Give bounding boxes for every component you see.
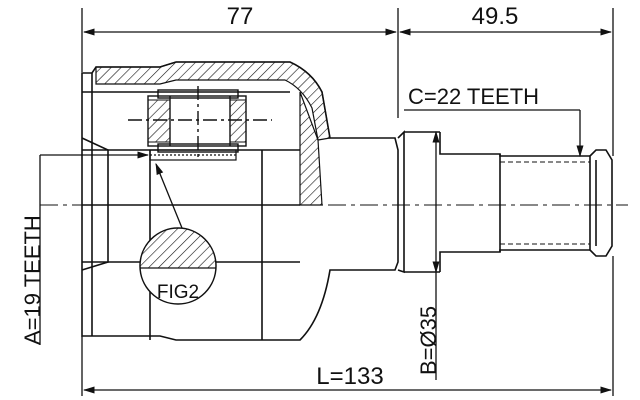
dimension-77-label: 77 <box>227 3 254 30</box>
dimension-49-5-label: 49.5 <box>472 3 519 30</box>
spline-c-leader <box>404 109 584 158</box>
roller-hatch-right <box>229 99 247 143</box>
spline-c-label: C=22 TEETH <box>408 84 539 109</box>
diameter-b-label: B=Ø35 <box>416 306 441 375</box>
roller-hatch-left <box>147 99 171 143</box>
spline-a-band <box>149 149 237 161</box>
spline-a-label: A=19 TEETH <box>20 215 45 345</box>
fig2-label: FIG2 <box>157 282 199 303</box>
dimension-49-5 <box>398 8 614 156</box>
spline-a-dimension <box>39 151 150 345</box>
spline-c <box>500 161 590 245</box>
dimension-l-label: L=133 <box>316 363 383 390</box>
dimension-77 <box>81 8 399 118</box>
housing-wall-hatch <box>95 61 331 141</box>
dimension-l <box>81 256 614 396</box>
